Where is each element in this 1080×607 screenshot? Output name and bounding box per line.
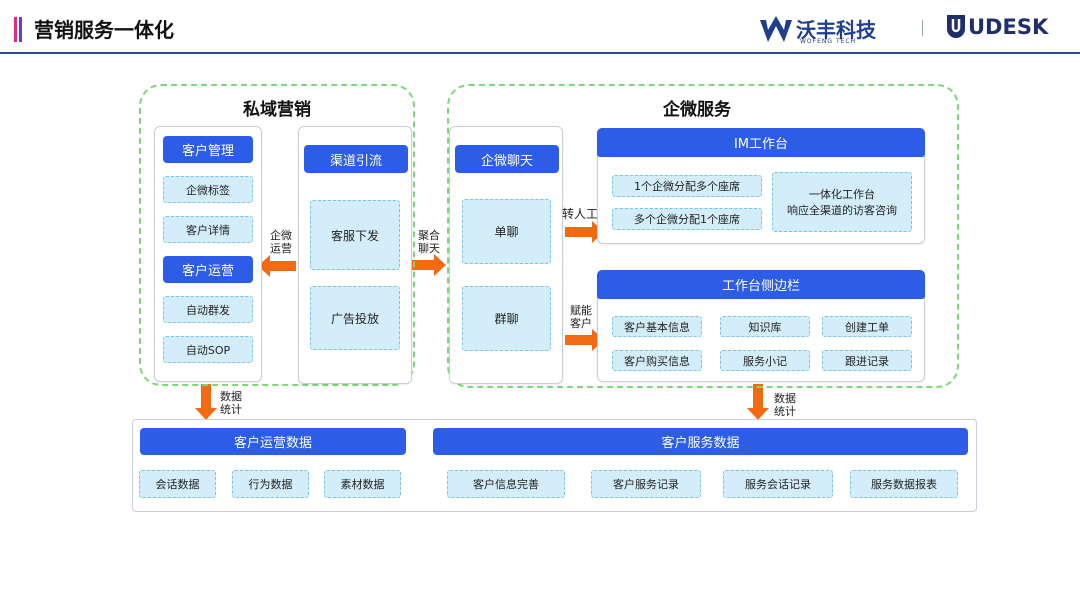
ad-placement-chip: 广告投放 <box>310 286 400 350</box>
arrow-ops-label: 企微运营 <box>270 229 292 255</box>
behavior-data-chip: 行为数据 <box>232 470 309 498</box>
auto-mass-send-chip: 自动群发 <box>163 296 253 323</box>
im-single-seat-chip: 多个企微分配1个座席 <box>612 208 762 230</box>
wecom-tag-chip: 企微标签 <box>163 176 253 203</box>
customer-service-data-header[interactable]: 客户服务数据 <box>433 428 968 455</box>
header-divider <box>0 52 1080 54</box>
unified-workbench-chip: 一体化工作台响应全渠道的访客咨询 <box>772 172 912 232</box>
im-multi-seat-chip: 1个企微分配多个座席 <box>612 175 762 197</box>
private-domain-frame <box>139 84 415 386</box>
wecom-service-title: 企微服务 <box>663 100 731 120</box>
title-accent-bar <box>14 17 17 42</box>
brand-name: 沃丰科技 <box>796 18 876 42</box>
agent-dispatch-chip: 客服下发 <box>310 200 400 270</box>
customer-ops-button[interactable]: 客户运营 <box>163 256 253 283</box>
session-data-chip: 会话数据 <box>139 470 216 498</box>
channel-button[interactable]: 渠道引流 <box>304 145 408 173</box>
session-record-chip: 服务会话记录 <box>723 470 833 498</box>
wecom-chat-button[interactable]: 企微聊天 <box>455 145 559 173</box>
customer-mgmt-button[interactable]: 客户管理 <box>163 136 253 163</box>
arrow-transfer-label: 转人工 <box>561 207 598 221</box>
wecom-service-frame <box>447 84 959 388</box>
udesk-wordmark: UDESK <box>968 15 1049 39</box>
brand-subtitle: WOFENG TECH <box>800 38 857 45</box>
stat-label-right: 数据统计 <box>774 392 796 418</box>
arrow-aggregate-label: 聚合聊天 <box>418 229 440 255</box>
info-complete-chip: 客户信息完善 <box>447 470 565 498</box>
private-domain-title: 私域营销 <box>243 100 311 120</box>
arrow-stat-right <box>747 384 769 420</box>
title-accent-bar-2 <box>19 17 22 42</box>
single-chat-chip: 单聊 <box>462 199 551 264</box>
material-data-chip: 素材数据 <box>324 470 401 498</box>
service-record-chip: 客户服务记录 <box>591 470 701 498</box>
knowledge-base-chip: 知识库 <box>720 316 810 337</box>
udesk-logo-icon <box>947 15 965 38</box>
group-chat-chip: 群聊 <box>462 286 551 351</box>
follow-up-chip: 跟进记录 <box>822 350 912 371</box>
wofeng-logo-icon <box>760 16 792 42</box>
customer-basic-info-chip: 客户基本信息 <box>612 316 702 337</box>
page-title: 营销服务一体化 <box>34 18 174 42</box>
im-workbench-header[interactable]: IM工作台 <box>597 128 925 157</box>
stat-label-left: 数据统计 <box>220 390 242 416</box>
data-report-chip: 服务数据报表 <box>850 470 958 498</box>
customer-detail-chip: 客户详情 <box>163 216 253 243</box>
arrow-stat-left <box>195 384 217 420</box>
auto-sop-chip: 自动SOP <box>163 336 253 363</box>
brand-separator <box>922 20 923 36</box>
arrow-aggregate <box>412 254 446 276</box>
create-ticket-chip: 创建工单 <box>822 316 912 337</box>
service-note-chip: 服务小记 <box>720 350 810 371</box>
arrow-empower-label: 赋能客户 <box>570 304 592 330</box>
customer-ops-data-header[interactable]: 客户运营数据 <box>140 428 406 455</box>
sidebar-header[interactable]: 工作台侧边栏 <box>597 270 925 299</box>
customer-purchase-chip: 客户购买信息 <box>612 350 702 371</box>
